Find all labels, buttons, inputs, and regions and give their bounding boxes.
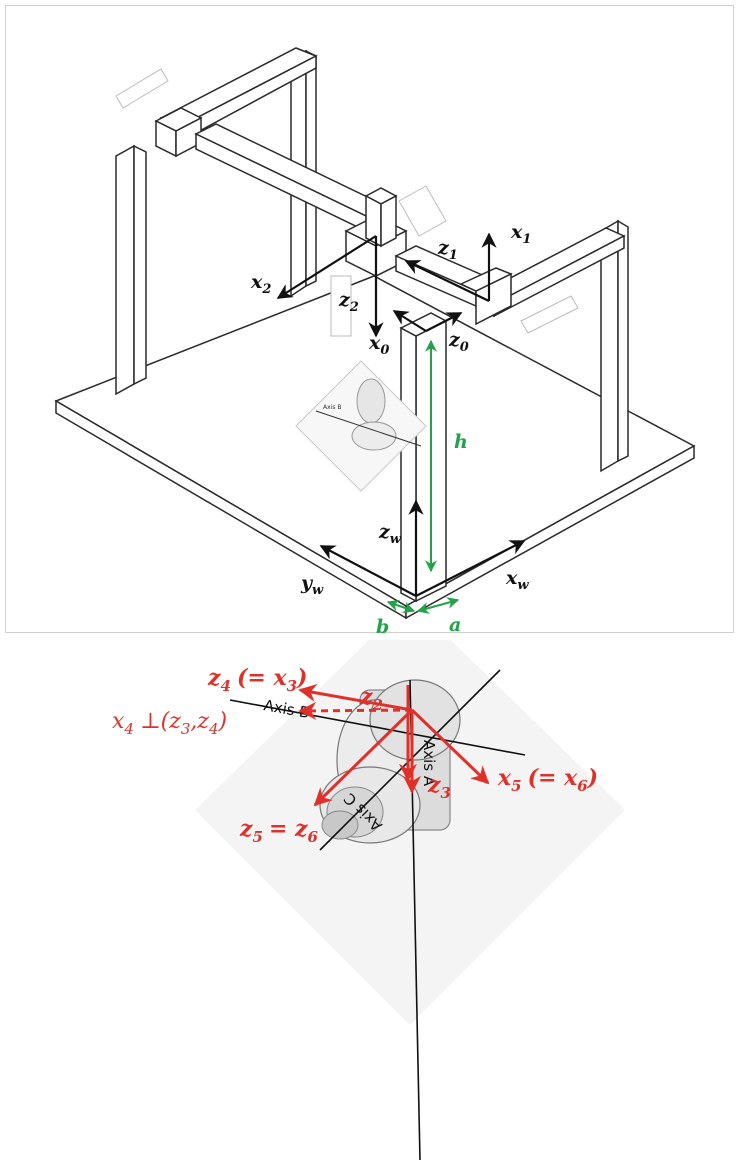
b-label: b xyxy=(376,616,389,634)
wrist-diagram-panel: Axis B Axis A Axis C z2 z4(= x3) z3 x5(=… xyxy=(0,640,740,1165)
zw-label: zw xyxy=(378,521,402,547)
frame-arrows xyxy=(276,232,526,597)
z5-arrow-red xyxy=(313,708,414,807)
axis-b-line xyxy=(229,699,526,756)
x0-arrow xyxy=(392,310,427,332)
z3-label-red: z3 xyxy=(427,772,451,802)
z1-label: z1 xyxy=(437,237,458,263)
z4-arrow-red xyxy=(298,683,413,712)
gantry-diagram-panel: Axis B x1 z1 x2 z2 x0 z0 zw yw xw h a b xyxy=(5,5,734,634)
xw-arrow xyxy=(415,540,526,597)
inset-axis-b-label: Axis B xyxy=(323,404,341,411)
axis-c-line xyxy=(319,669,501,851)
z4-label-red: z4(= x3) xyxy=(207,665,307,695)
a-dimension xyxy=(416,597,460,614)
x2-label: x2 xyxy=(250,271,271,297)
wrist-photo xyxy=(195,640,625,1025)
yw-label: yw xyxy=(300,572,324,598)
wrist-diagram: Axis B Axis A Axis C z2 z4(= x3) z3 x5(=… xyxy=(112,640,625,1161)
x2-arrow xyxy=(276,235,377,299)
z2-label-red: z2 xyxy=(359,684,383,714)
z5-label-red: z5= z6 xyxy=(239,816,319,846)
z0-label: z0 xyxy=(448,329,469,355)
axis-b-label: Axis B xyxy=(262,696,311,722)
inset-wrist-image: Axis B xyxy=(295,360,427,492)
yw-arrow xyxy=(319,545,417,597)
axis-a-label: Axis A xyxy=(420,740,438,787)
x0-label: x0 xyxy=(368,332,389,358)
a-label: a xyxy=(449,614,461,634)
dimension-arrows xyxy=(386,339,460,614)
x4-label-red: x4⊥(z3,z4) xyxy=(112,709,227,738)
x5-arrow-red xyxy=(410,708,490,785)
front-post xyxy=(399,312,448,603)
x4-arrow-red xyxy=(298,701,413,720)
z1-arrow xyxy=(404,260,490,302)
b-dimension xyxy=(386,599,416,614)
xw-label: xw xyxy=(505,567,529,593)
placeholder-plates xyxy=(115,68,579,337)
x1-label: x1 xyxy=(510,221,531,247)
x5-label-red: x5(= x6) xyxy=(497,765,598,795)
left-gantry-frame xyxy=(115,47,318,396)
z2-label: z2 xyxy=(338,289,359,315)
h-label: h xyxy=(454,431,468,453)
wrist-frame-arrows xyxy=(298,683,490,807)
z0-arrow xyxy=(425,312,463,332)
gantry-diagram: Axis B x1 z1 x2 z2 x0 z0 zw yw xw h a b xyxy=(54,47,696,634)
